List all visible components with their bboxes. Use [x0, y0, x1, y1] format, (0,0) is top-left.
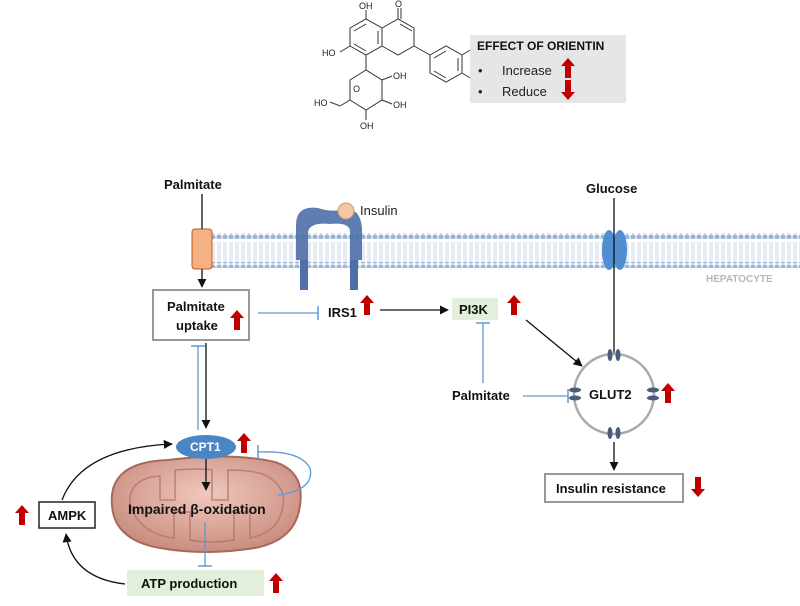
ampk-box	[38, 501, 96, 529]
insulin-resistance-box	[544, 473, 684, 503]
insulin-label: Insulin	[360, 203, 398, 218]
edge-pi3k-to-glut2	[525, 319, 583, 367]
pi3k-box	[452, 298, 498, 320]
legend-increase-label: Increase	[502, 63, 552, 78]
irs1-up-icon	[360, 295, 374, 315]
legend-box: EFFECT OF ORIENTIN • Increase • Reduce	[470, 35, 626, 103]
legend-title: EFFECT OF ORIENTIN	[477, 39, 604, 53]
cpt1-label: CPT1	[190, 440, 221, 454]
mol-oh-g: OH	[393, 100, 407, 110]
edge-atp-to-ampk	[62, 533, 126, 585]
atp-up-icon	[269, 573, 283, 593]
edge-ampk-to-cpt1	[61, 439, 173, 501]
impaired-beta-oxidation-label: Impaired β-oxidation	[128, 501, 266, 517]
edge-betaox-inhibits-cpt1	[257, 451, 312, 496]
pi3k-up-icon	[507, 295, 521, 315]
insulin-receptor	[296, 207, 362, 290]
cpt1-up-icon	[237, 433, 251, 453]
glut2-up-icon	[661, 383, 675, 403]
palmitate-mid-label: Palmitate	[452, 388, 510, 403]
ampk-label: AMPK	[48, 508, 87, 523]
legend-bullet-1: •	[478, 63, 483, 78]
mol-oh-f: OH	[393, 71, 407, 81]
glucose-label: Glucose	[586, 181, 637, 196]
palmitate-transporter	[191, 228, 213, 270]
insulin-molecule	[337, 202, 355, 220]
palmitate-uptake-line1: Palmitate	[167, 299, 225, 314]
mol-oh-e: HO	[314, 98, 328, 108]
irs1-label: IRS1	[328, 305, 357, 320]
mol-carbonyl-o: O	[395, 0, 402, 9]
insulin-resistance-label: Insulin resistance	[556, 481, 666, 496]
atp-production-label: ATP production	[141, 576, 237, 591]
insulin-resistance-down-icon	[691, 477, 705, 497]
glucose-channel	[602, 230, 627, 270]
mitochondrion	[110, 455, 302, 553]
glut2-label: GLUT2	[589, 387, 632, 402]
hepatocyte-label: HEPATOCYTE	[706, 274, 773, 285]
ampk-up-icon	[15, 505, 29, 525]
mol-oh-b: HO	[322, 48, 336, 58]
mol-ring-o: O	[353, 84, 360, 94]
legend-bullet-2: •	[478, 84, 483, 99]
mol-oh-a: OH	[359, 1, 373, 11]
glut2-vesicle	[572, 352, 656, 436]
atp-production-box	[127, 570, 264, 596]
mol-oh-h: OH	[360, 121, 374, 131]
palmitate-top-label: Palmitate	[164, 177, 222, 192]
cpt1-node	[176, 435, 236, 459]
palmitate-uptake-line2: uptake	[176, 318, 218, 333]
pi3k-label: PI3K	[459, 302, 489, 317]
glut2-channels	[569, 349, 659, 439]
legend-reduce-label: Reduce	[502, 84, 547, 99]
